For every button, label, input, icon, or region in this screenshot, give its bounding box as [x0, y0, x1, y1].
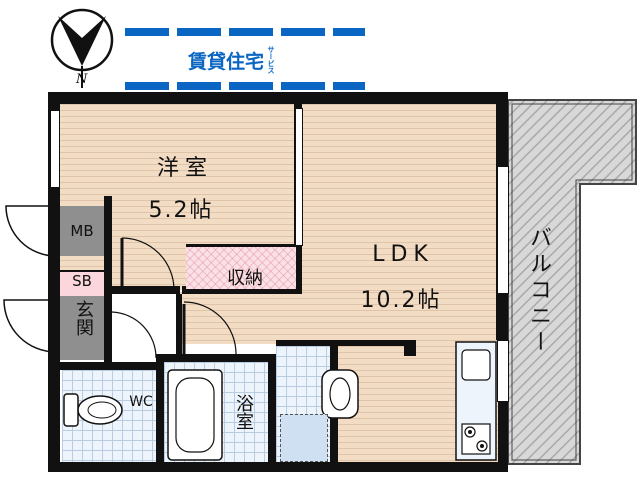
door-ldk-icon	[182, 301, 237, 355]
bathtub-icon	[167, 369, 223, 461]
kitchen-counter-icon	[455, 341, 497, 461]
storage-label: 収納	[227, 268, 263, 289]
logo-text: 賃貸住宅	[188, 50, 265, 73]
mb-area	[60, 206, 104, 256]
wall-bath-right	[268, 354, 276, 462]
sb-label: SB	[72, 272, 92, 290]
wall-western-bottom	[60, 286, 180, 294]
ldk-size: 10.2帖	[360, 288, 442, 313]
wall-top	[48, 92, 508, 104]
north-label: N	[76, 72, 88, 87]
balcony-label: バルコニー	[526, 226, 551, 356]
bath-label: 浴室	[233, 394, 254, 430]
western-room-size: 5.2帖	[148, 198, 214, 223]
mb-label: MB	[70, 222, 94, 240]
entrance-label: 玄関	[73, 300, 94, 336]
window-ldk	[497, 166, 509, 294]
ldk-name: LDK	[372, 242, 434, 267]
wall-storage-bottom	[182, 286, 302, 294]
wall-bottom	[48, 462, 508, 472]
wc-label: WC	[129, 394, 153, 410]
storage-area	[186, 244, 296, 289]
wall-bath-top	[156, 354, 276, 362]
logo-bar-bottom	[125, 82, 365, 90]
balcony-area	[507, 99, 637, 465]
entrance-area	[60, 296, 104, 360]
toilet-icon	[63, 393, 123, 427]
wall-entrance-right	[104, 294, 112, 364]
window-kitchen	[497, 340, 509, 402]
door-mb-icon	[5, 205, 58, 257]
window-storage-door	[295, 108, 303, 246]
wall-mb-right	[104, 196, 112, 292]
door-entrance-icon	[3, 299, 58, 353]
western-room-name: 洋室	[156, 156, 213, 181]
door-western-icon	[120, 237, 175, 291]
wall-hall-left	[176, 294, 182, 360]
window-western	[50, 110, 60, 188]
wall-wc-right	[156, 362, 164, 462]
door-hall-icon	[111, 311, 157, 359]
wall-kitchen-stub	[404, 340, 416, 356]
wall-wc-top	[60, 362, 160, 370]
sb-area	[60, 270, 104, 298]
wall-wash-top	[276, 340, 416, 346]
ldk-floor-lower	[180, 292, 496, 344]
washbasin-icon	[321, 369, 359, 419]
logo-small-text: サービス	[267, 46, 276, 74]
washer-space	[280, 414, 328, 462]
logo: 賃貸住宅 サービス	[188, 44, 276, 76]
north-compass-icon	[50, 8, 114, 88]
logo-bar-top	[125, 28, 365, 36]
